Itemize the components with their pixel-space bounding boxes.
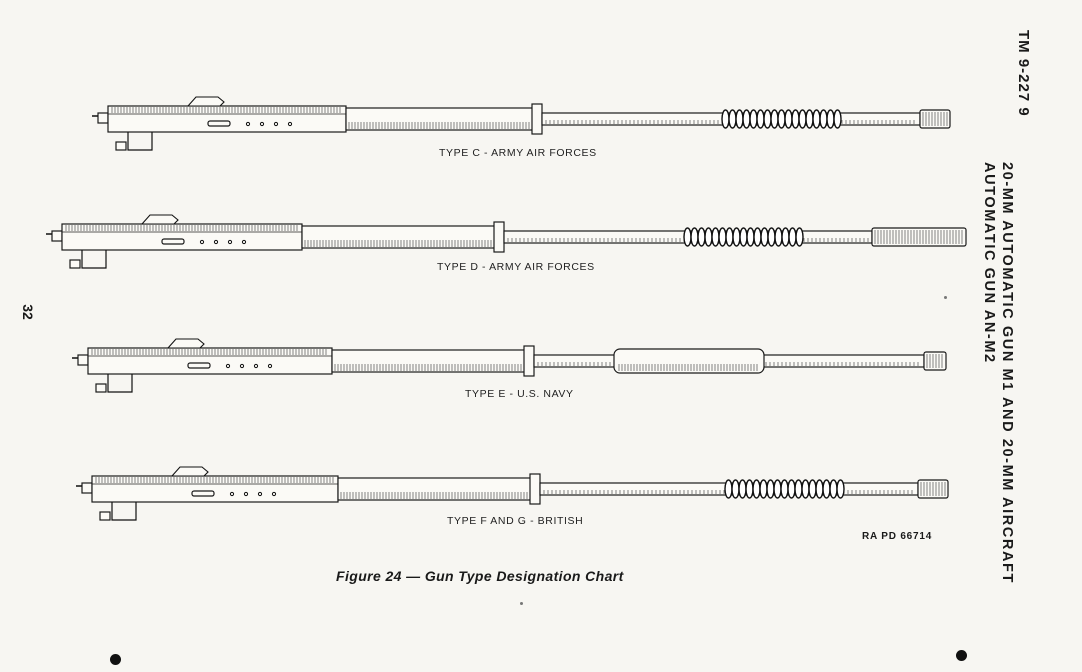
cover-latch	[186, 96, 225, 107]
cover-latch	[166, 338, 205, 349]
gun-caption-type-f-g: TYPE F AND G - BRITISH	[447, 515, 584, 527]
receiver	[61, 223, 303, 251]
cover-latch	[170, 466, 209, 477]
trigger-bracket	[111, 502, 137, 521]
running-title: 20-MM AUTOMATIC GUN M1 AND 20-MM AIRCRAF…	[980, 162, 1016, 672]
recoil-sleeve	[345, 107, 537, 131]
barrel-clamp	[523, 345, 535, 377]
barrel-clamp	[529, 473, 541, 505]
binding-hole	[956, 650, 967, 661]
buffer-knob	[97, 112, 109, 124]
trigger-bracket	[81, 250, 107, 269]
receiver-slot	[161, 238, 185, 245]
running-title-line-2: 20-MM AIRCRAFT AUTOMATIC GUN AN-M2	[981, 162, 1015, 584]
gun-type-c	[92, 96, 951, 151]
gun-type-f-g	[76, 466, 949, 521]
gun-caption-type-d: TYPE D - ARMY AIR FORCES	[437, 261, 595, 273]
barrel-sleeve	[613, 348, 765, 374]
buffer-knob	[81, 482, 93, 494]
tm-number: TM 9-227 9	[1015, 30, 1032, 117]
buffer-knob	[77, 354, 89, 366]
reference-code: RA PD 66714	[862, 531, 933, 542]
trigger-bracket	[127, 132, 153, 151]
gun-type-d	[46, 214, 967, 269]
receiver	[87, 347, 333, 375]
cover-latch	[140, 214, 179, 225]
gun-caption-type-e: TYPE E - U.S. NAVY	[465, 388, 574, 400]
paper-speck	[944, 296, 947, 299]
trigger-bracket	[107, 374, 133, 393]
receiver-slot	[191, 490, 215, 497]
binding-hole	[110, 654, 121, 665]
barrel-clamp	[531, 103, 543, 135]
muzzle-brake	[871, 227, 967, 247]
barrel-clamp	[493, 221, 505, 253]
muzzle-brake	[923, 351, 947, 371]
receiver-slot	[187, 362, 211, 369]
recoil-sleeve	[301, 225, 499, 249]
recoil-sleeve	[331, 349, 529, 373]
page-number: 32	[19, 304, 36, 320]
buffer-knob	[51, 230, 63, 242]
gun-caption-type-c: TYPE C - ARMY AIR FORCES	[439, 147, 597, 159]
running-title-line-1: 20-MM AUTOMATIC GUN M1 AND	[999, 162, 1015, 434]
paper-speck	[520, 602, 523, 605]
gun-type-e	[72, 338, 947, 393]
receiver-slot	[207, 120, 231, 127]
recoil-sleeve	[337, 477, 535, 501]
figure-caption: Figure 24 — Gun Type Designation Chart	[336, 568, 624, 584]
